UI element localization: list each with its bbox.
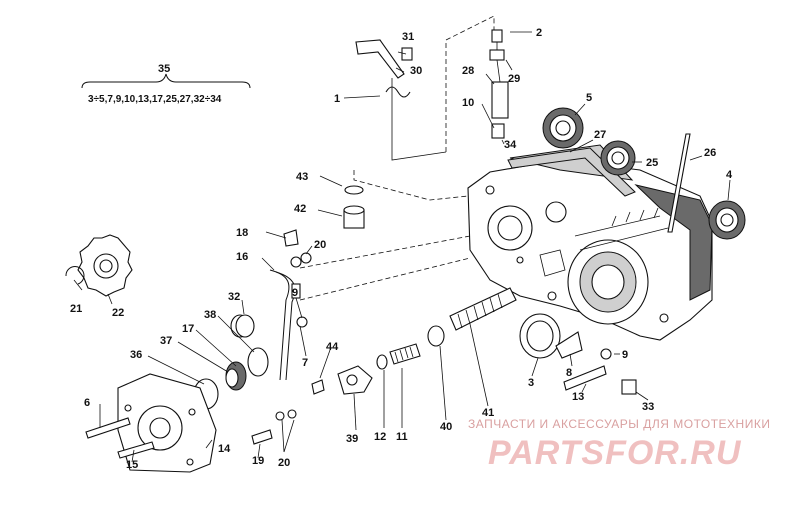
label-34: 34: [504, 139, 517, 151]
lower-parts: [519, 313, 637, 395]
label-18: 18: [236, 227, 248, 239]
label-26: 26: [704, 147, 716, 159]
kit-bracket: [81, 73, 251, 89]
shaft-assembly: [489, 29, 509, 139]
label-12: 12: [374, 431, 386, 443]
label-1: 1: [334, 93, 340, 105]
label-9b: 9: [622, 349, 628, 361]
oil-pump: [337, 287, 517, 395]
label-5: 5: [586, 92, 592, 104]
label-42: 42: [294, 203, 306, 215]
lever-assembly: [355, 39, 447, 161]
label-36: 36: [130, 349, 142, 361]
bolts: [85, 379, 325, 459]
label-19: 19: [252, 455, 264, 467]
bearing-25: [600, 140, 636, 176]
label-32: 32: [228, 291, 240, 303]
watermark-logo: PARTSFOR.RU: [488, 434, 742, 472]
label-27: 27: [594, 129, 606, 141]
label-25: 25: [646, 157, 658, 169]
sprocket: [65, 234, 133, 297]
label-21: 21: [70, 303, 82, 315]
label-20a: 20: [314, 239, 326, 251]
label-11: 11: [396, 431, 408, 443]
label-13: 13: [572, 391, 584, 403]
label-39: 39: [346, 433, 358, 445]
label-33: 33: [642, 401, 654, 413]
label-31: 31: [402, 31, 414, 43]
label-38: 38: [204, 309, 216, 321]
label-15: 15: [126, 459, 138, 471]
label-37: 37: [160, 335, 172, 347]
label-20b: 20: [278, 457, 290, 469]
label-14: 14: [218, 443, 231, 455]
label-16: 16: [236, 251, 248, 263]
label-7: 7: [302, 357, 308, 369]
label-17: 17: [182, 323, 194, 335]
label-9a: 9: [292, 287, 298, 299]
label-6: 6: [84, 397, 90, 409]
label-2: 2: [536, 27, 542, 39]
guide-lines: [299, 15, 495, 301]
dipstick: [667, 133, 691, 233]
label-43: 43: [296, 171, 308, 183]
oil-pipe: [269, 229, 312, 381]
drain-plug: [343, 185, 365, 229]
crankcase: [467, 144, 713, 341]
label-29: 29: [508, 73, 520, 85]
watermark-tagline: ЗАПЧАСТИ И АКСЕССУАРЫ ДЛЯ МОТОТЕХНИКИ: [468, 417, 770, 431]
bearing-4: [708, 200, 746, 240]
leader-lines: [73, 31, 731, 463]
label-4: 4: [726, 169, 733, 181]
label-22: 22: [112, 307, 124, 319]
kit-list: 3÷5,7,9,10,13,17,25,27,32÷34: [88, 94, 222, 105]
label-30: 30: [410, 65, 422, 77]
bearing-5: [542, 107, 584, 149]
label-10: 10: [462, 97, 474, 109]
seal-32: [230, 314, 255, 338]
label-44: 44: [326, 341, 339, 353]
label-28: 28: [462, 65, 474, 77]
label-40: 40: [440, 421, 452, 433]
label-3: 3: [528, 377, 534, 389]
label-35: 35: [158, 63, 170, 75]
gasket: [507, 147, 636, 197]
label-8: 8: [566, 367, 572, 379]
label-41: 41: [482, 407, 494, 419]
